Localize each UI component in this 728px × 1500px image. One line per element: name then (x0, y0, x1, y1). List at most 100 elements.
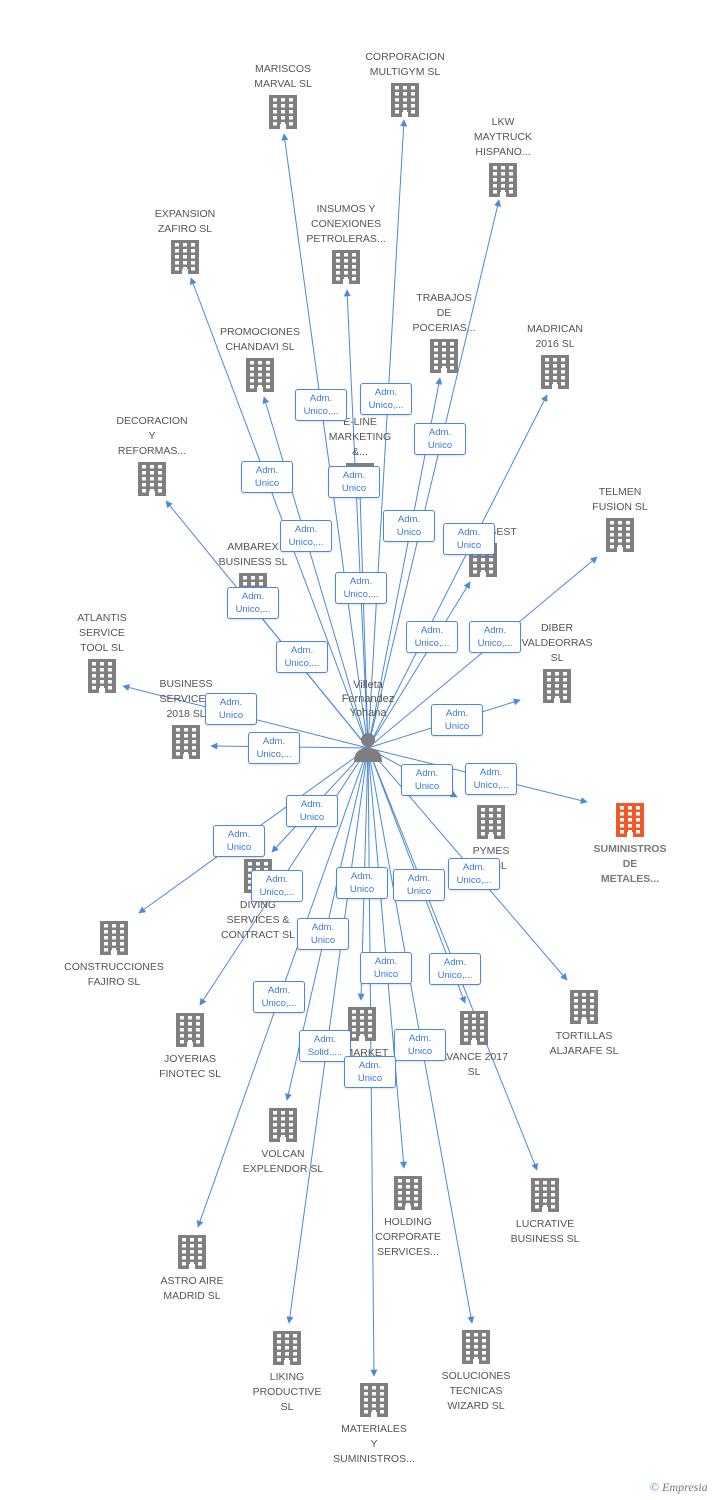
relation-badge-line: Adm. (309, 393, 333, 404)
relation-badge-insumos[interactable]: Adm.Unico (328, 466, 380, 498)
relation-badge-pymes[interactable]: Adm.Unico (401, 764, 453, 796)
building-icon[interactable] (570, 990, 598, 1024)
building-icon[interactable] (176, 1013, 204, 1047)
relation-badge-madrican[interactable]: Adm.Unico (443, 523, 495, 555)
relation-badge-avance[interactable]: Adm.Unico,... (429, 953, 481, 985)
relation-badge-expansion[interactable]: Adm.Unico (241, 461, 293, 493)
building-icon[interactable] (138, 462, 166, 496)
company-label-line: AMBAREX (227, 541, 279, 553)
relation-badge-eline[interactable]: Adm.Unico,... (335, 572, 387, 604)
relation-badge-astro[interactable]: Adm.Solid.,... (299, 1030, 351, 1062)
company-label-line: FINOTEC SL (159, 1068, 221, 1080)
building-icon[interactable] (360, 1383, 388, 1417)
relation-badge-bormugest[interactable]: Adm.Unico,... (406, 621, 458, 653)
building-icon[interactable] (269, 1108, 297, 1142)
relation-badge-decoracion[interactable]: Adm.Unico,... (227, 587, 279, 619)
relation-badge-joyerias[interactable]: Adm.Unico,... (253, 981, 305, 1013)
building-icon[interactable] (489, 163, 517, 197)
company-label-line: BUSINESS SL (218, 556, 288, 568)
relation-badge-market[interactable]: Adm.Unico (336, 867, 388, 899)
building-icon[interactable] (477, 805, 505, 839)
relation-badge-trabajos[interactable]: Adm.Unico (414, 423, 466, 455)
building-icon[interactable] (543, 669, 571, 703)
building-icon[interactable] (616, 803, 644, 837)
relation-badge-fajiro[interactable]: Adm.Unico (213, 825, 265, 857)
building-icon[interactable] (462, 1330, 490, 1364)
person-icon[interactable] (354, 733, 382, 762)
building-icon[interactable] (391, 83, 419, 117)
relation-badge-diber[interactable]: Adm.Unico (431, 704, 483, 736)
building-icon[interactable] (100, 921, 128, 955)
building-icon[interactable] (394, 1176, 422, 1210)
relation-badge-suministros[interactable]: Adm.Unico,... (465, 763, 517, 795)
relation-badge-lkw[interactable]: Adm.Unico (383, 510, 435, 542)
company-label-line: HOLDING (384, 1216, 432, 1228)
relation-badge-line: Unico (254, 478, 280, 489)
building-icon[interactable] (269, 95, 297, 129)
building-icon[interactable] (430, 339, 458, 373)
relation-badge-multigym[interactable]: Adm.Unico,... (360, 383, 412, 415)
relation-badge-line: Unico (299, 812, 325, 823)
relation-badge-materiales[interactable]: Adm.Unico (344, 1056, 396, 1088)
relation-badge-line: Unico,... (456, 875, 492, 886)
relation-badge-holding[interactable]: Adm.Unico (360, 952, 412, 984)
relation-badge-line: Unico,... (368, 400, 404, 411)
building-icon[interactable] (348, 1007, 376, 1041)
building-icon[interactable] (273, 1331, 301, 1365)
building-icon[interactable] (460, 1011, 488, 1045)
company-label-ambarex[interactable]: AMBAREX BUSINESS SL (193, 540, 313, 570)
building-icon[interactable] (332, 250, 360, 284)
relation-badge-lucrative[interactable]: Adm.Unico (393, 869, 445, 901)
building-icon[interactable] (178, 1235, 206, 1269)
relation-badge-tortillas[interactable]: Adm.Unico,... (448, 858, 500, 890)
building-icon[interactable] (531, 1178, 559, 1212)
relation-badge-ambarex[interactable]: Adm.Unico,... (276, 641, 328, 673)
building-icon[interactable] (171, 240, 199, 274)
building-icon[interactable] (541, 355, 569, 389)
relation-badge-liking[interactable]: Adm.Unico (286, 795, 338, 827)
relation-badge-business2018[interactable]: Adm.Unico,... (248, 732, 300, 764)
building-icon[interactable] (246, 358, 274, 392)
brand-logo[interactable]: Empresia (662, 1480, 708, 1494)
building-icon[interactable] (606, 518, 634, 552)
relation-badge-mariscos[interactable]: Adm.Unico,... (295, 389, 347, 421)
relation-badge-atlantis[interactable]: Adm.Unico (205, 693, 257, 725)
relation-badge-telmen[interactable]: Adm.Unico,... (469, 621, 521, 653)
relation-badge-diving[interactable]: Adm.Unico,... (251, 870, 303, 902)
relation-badge-promociones[interactable]: Adm.Unico,... (280, 520, 332, 552)
building-icon[interactable] (88, 659, 116, 693)
relation-badge-volcan[interactable]: Adm.Unico (297, 918, 349, 950)
relation-badge-line: Adm. (267, 985, 291, 996)
copyright: © Empresia (650, 1480, 708, 1495)
relation-badge-soluciones[interactable]: Adm.Unico (394, 1029, 446, 1061)
building-icon[interactable] (172, 725, 200, 759)
